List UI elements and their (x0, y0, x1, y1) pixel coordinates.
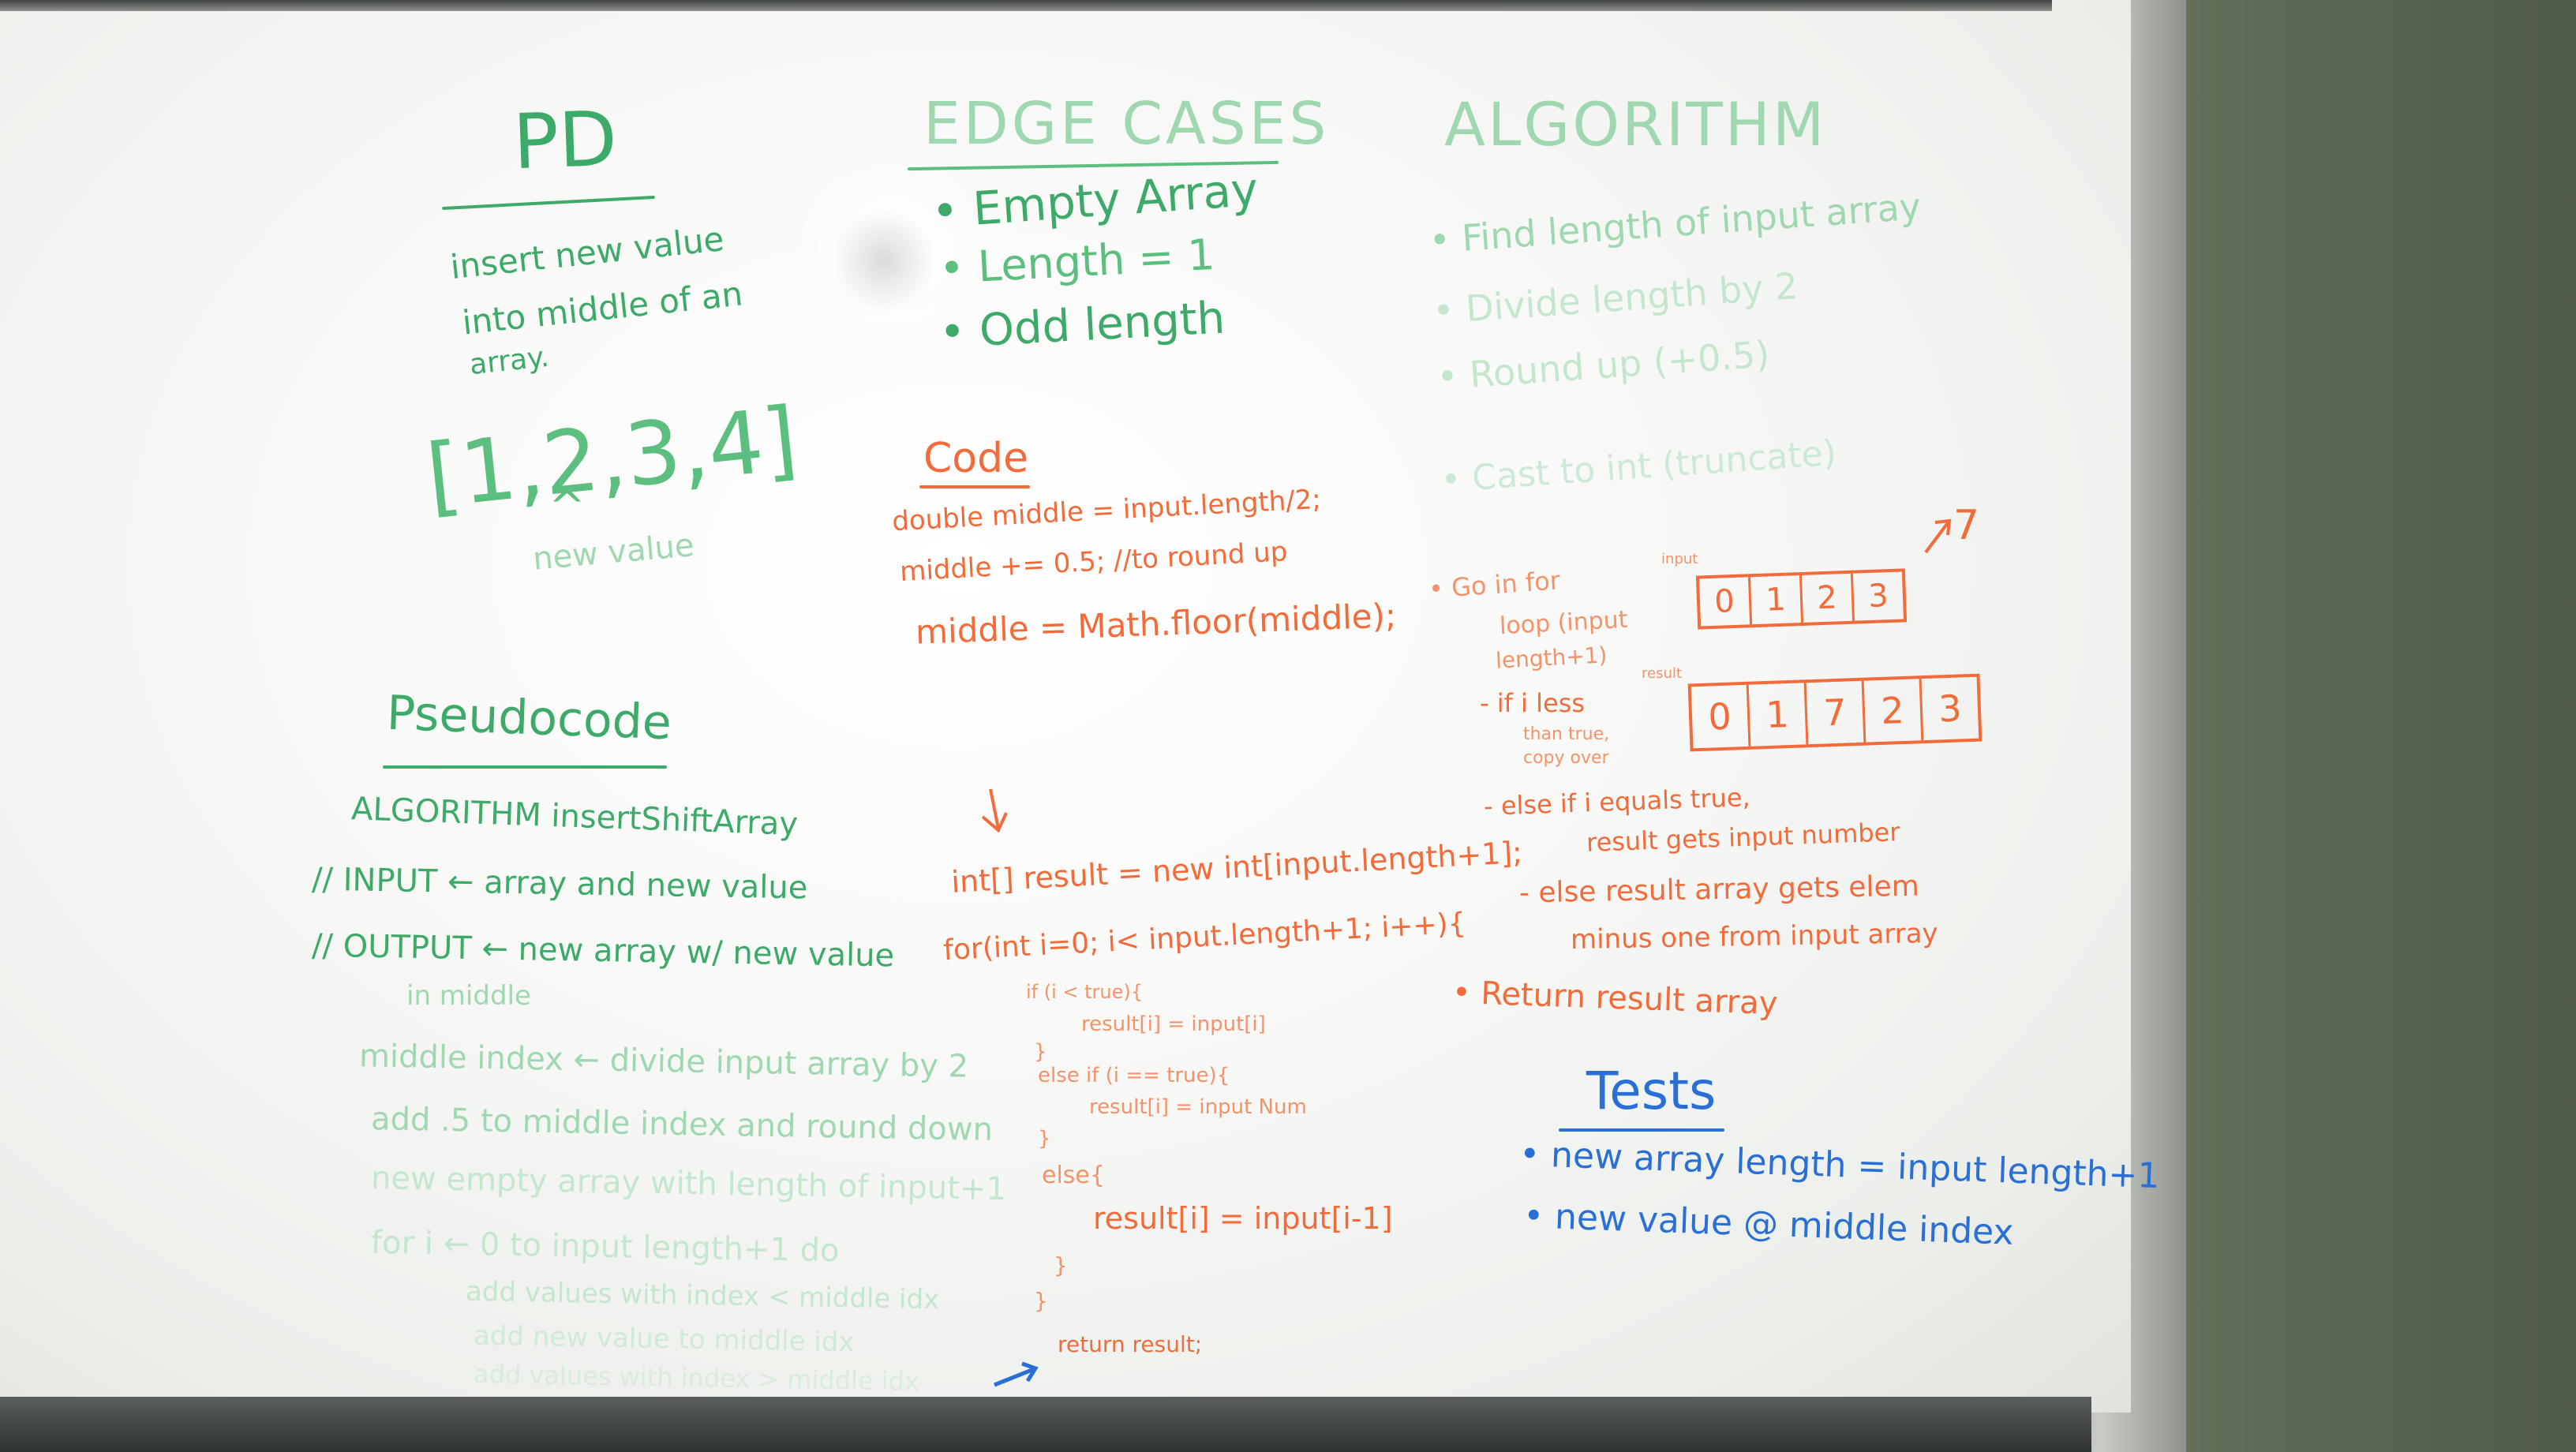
erase-smudge (837, 205, 931, 316)
algorithm-if-line: than true, (1523, 724, 1610, 744)
code-line: result[i] = input[i-1] (1093, 1201, 1393, 1236)
tests-title: Tests (1586, 1061, 1717, 1121)
algorithm-if-line: - if i less (1480, 688, 1586, 718)
algorithm-title: ALGORITHM (1444, 89, 1827, 159)
pd-insert-caret: ^ (549, 481, 586, 533)
code-line: } (1034, 1288, 1048, 1314)
code-line: } (1038, 1127, 1051, 1151)
code-title: Code (923, 435, 1029, 482)
code-line: result[i] = input[i] (1081, 1012, 1266, 1036)
pseudocode-underline (383, 765, 667, 769)
code-line: else if (i == true){ (1038, 1064, 1230, 1087)
return-arrow (994, 1361, 1039, 1387)
code-line: } (1054, 1252, 1068, 1278)
tests-underline (1559, 1128, 1724, 1132)
pseudocode-line: in middle (406, 980, 531, 1012)
whiteboard: PD insert new value into middle of an ar… (0, 0, 2160, 1424)
insert-value-label: 7 (1953, 502, 1980, 549)
marker-strokes (981, 518, 1952, 1387)
array-before-label: input (1661, 551, 1698, 567)
code-line: if (i < true){ (1026, 981, 1144, 1003)
algorithm-if-line: copy over (1523, 748, 1609, 768)
insert-arrow (1924, 518, 1952, 554)
code-line: return result; (1058, 1331, 1203, 1357)
code-line: result[i] = input Num (1089, 1095, 1307, 1119)
code-line: } (1034, 1040, 1047, 1064)
whiteboard-top-edge (0, 0, 2052, 11)
array-after-label: result (1642, 665, 1682, 682)
code-line: else{ (1042, 1162, 1105, 1189)
light-glare (789, 142, 994, 347)
code-underline (919, 485, 1030, 488)
edge-cases-title: EDGE CASES (923, 90, 1330, 158)
code-arrow-down (981, 788, 1008, 833)
marker-tray (0, 1397, 2091, 1452)
